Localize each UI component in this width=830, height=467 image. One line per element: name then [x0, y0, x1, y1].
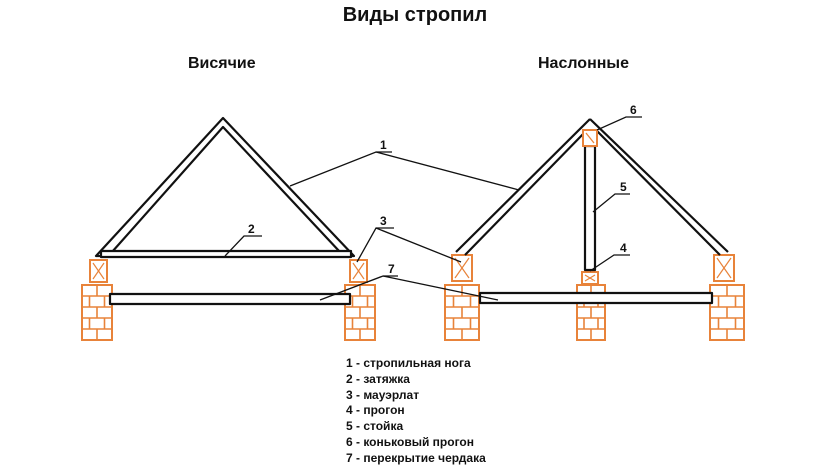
callout-numbers: 1 2 3 4 5 6 7	[248, 103, 637, 276]
purlin-plate	[581, 271, 599, 285]
leader-1	[289, 151, 392, 187]
leader-5	[592, 193, 630, 213]
callout-6: 6	[630, 103, 637, 117]
legend-item: 4 - прогон	[346, 403, 405, 418]
wall-plate-right-2	[713, 254, 735, 282]
layered-rafter-left-inner	[464, 130, 587, 256]
leader-6	[596, 116, 642, 131]
leader-3b	[375, 227, 462, 263]
callout-leaders	[224, 116, 642, 301]
wall-plate-left-2	[349, 259, 368, 283]
callout-5: 5	[620, 180, 627, 194]
legend-item: 7 - перекрытие чердака	[346, 450, 486, 465]
callout-2: 2	[248, 222, 255, 236]
hanging-tie-beam	[99, 249, 353, 259]
layered-rafter-right-outer	[589, 118, 729, 253]
brick-column-right-3	[709, 284, 745, 341]
callout-7: 7	[388, 262, 395, 276]
legend: 1 - стропильная нога 2 - затяжка 3 - мау…	[346, 356, 486, 467]
layered-rafter-right-inner	[596, 130, 721, 256]
leader-7b	[382, 275, 499, 301]
callout-3: 3	[380, 214, 387, 228]
leader-4	[589, 254, 630, 272]
brick-column-left-1	[81, 284, 113, 341]
wall-plate-right-1	[451, 254, 473, 282]
legend-item: 6 - коньковый прогон	[346, 434, 474, 449]
diagram-title: Виды стропил	[342, 4, 488, 26]
callout-4: 4	[620, 241, 627, 255]
brick-column-right-1	[444, 284, 480, 341]
layered-attic-floor	[478, 291, 714, 305]
subtitle-layered: Наслонные	[538, 55, 629, 72]
layered-post	[583, 144, 597, 272]
hanging-truss	[94, 116, 356, 306]
layered-rafter-left-outer	[455, 118, 591, 253]
leader-1b	[375, 151, 520, 191]
legend-item: 5 - стойка	[346, 419, 404, 434]
legend-item: 3 - мауэрлат	[346, 387, 420, 402]
legend-item: 2 - затяжка	[346, 371, 410, 386]
hanging-attic-floor	[108, 292, 352, 306]
wall-plate-left-1	[89, 259, 108, 283]
callout-1: 1	[380, 138, 387, 152]
layered-truss	[455, 118, 729, 305]
leader-2	[224, 235, 262, 257]
hanging-rafter-outer	[94, 116, 356, 258]
subtitle-hanging: Висячие	[188, 55, 256, 72]
hanging-rafter-inner	[111, 125, 341, 253]
legend-item: 1 - стропильная нога	[346, 356, 471, 370]
